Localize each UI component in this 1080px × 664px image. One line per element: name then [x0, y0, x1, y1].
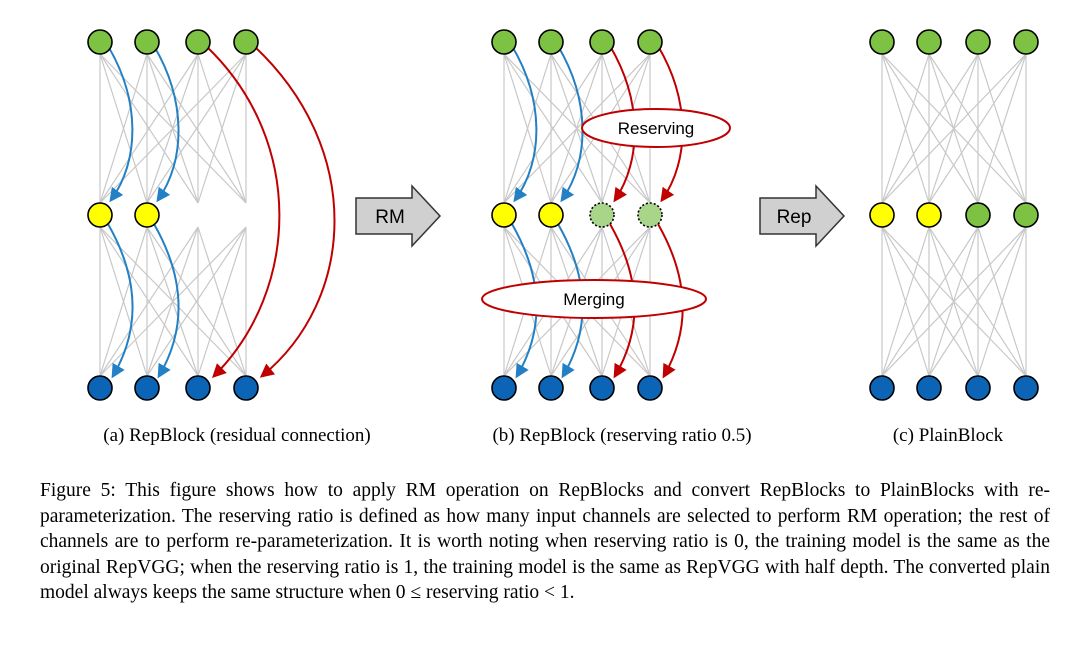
reserving-label: Reserving — [581, 108, 731, 148]
connection-line — [881, 226, 930, 377]
output-node — [637, 375, 663, 401]
panel-a-connections — [99, 53, 247, 377]
reserved-node — [589, 202, 615, 228]
output-node — [491, 375, 517, 401]
panel-b-caption: (b) RepBlock (reserving ratio 0.5) — [492, 425, 751, 446]
output-node — [538, 375, 564, 401]
input-node — [1013, 29, 1039, 55]
figure-caption: Figure 5: This figure shows how to apply… — [40, 480, 1050, 603]
residual-arrow — [107, 223, 134, 379]
connection-line — [503, 53, 552, 204]
rm-arrow-label: RM — [375, 207, 405, 228]
connection-line — [146, 53, 247, 204]
panel-a-residual-arrows — [107, 45, 336, 379]
input-node — [916, 29, 942, 55]
output-node — [589, 375, 615, 401]
output-node — [869, 375, 895, 401]
panel-a-nodes — [87, 29, 259, 401]
connection-line — [928, 226, 1027, 377]
connection-line — [881, 53, 979, 204]
panel-c-nodes — [869, 29, 1039, 401]
rep-arrow-label: Rep — [777, 207, 812, 228]
input-node — [538, 29, 564, 55]
output-node — [185, 375, 211, 401]
input-node — [233, 29, 259, 55]
reserved-node — [1013, 202, 1039, 228]
rm-arrow: RM — [355, 184, 442, 248]
connection-line — [197, 53, 247, 204]
connection-line — [99, 53, 199, 204]
connection-line — [99, 226, 199, 377]
connection-line — [99, 226, 148, 377]
input-node — [134, 29, 160, 55]
connection-line — [99, 53, 148, 204]
merging-label-text: Merging — [563, 290, 624, 309]
hidden-node — [134, 202, 160, 228]
residual-arrow — [153, 223, 180, 379]
output-node — [233, 375, 259, 401]
input-node — [637, 29, 663, 55]
panel-b-nodes — [491, 29, 663, 401]
reserving-label-text: Reserving — [618, 119, 695, 138]
panel-c-connections — [881, 53, 1027, 377]
panel-c-caption: (c) PlainBlock — [893, 425, 1004, 446]
output-node — [87, 375, 113, 401]
connection-line — [503, 53, 603, 204]
hidden-node — [916, 202, 942, 228]
skip-arrow — [205, 45, 281, 378]
input-node — [185, 29, 211, 55]
input-node — [87, 29, 113, 55]
hidden-node — [87, 202, 113, 228]
connection-line — [146, 226, 247, 377]
panel-a-caption: (a) RepBlock (residual connection) — [103, 425, 370, 446]
hidden-node — [491, 202, 517, 228]
merging-label: Merging — [481, 279, 707, 319]
reserved-node — [965, 202, 991, 228]
connection-line — [881, 226, 1027, 377]
connection-line — [977, 226, 1027, 377]
connection-line — [881, 53, 1027, 204]
input-node — [589, 29, 615, 55]
input-node — [491, 29, 517, 55]
residual-arrow — [511, 45, 538, 203]
connection-line — [881, 226, 979, 377]
hidden-node — [869, 202, 895, 228]
skip-arrow — [253, 45, 336, 378]
output-node — [134, 375, 160, 401]
panel-b-connections — [503, 53, 651, 377]
output-node — [916, 375, 942, 401]
residual-arrow — [153, 45, 180, 203]
input-node — [869, 29, 895, 55]
connection-line — [881, 53, 930, 204]
input-node — [965, 29, 991, 55]
output-node — [1013, 375, 1039, 401]
output-node — [965, 375, 991, 401]
hidden-node — [538, 202, 564, 228]
residual-arrow — [107, 45, 134, 203]
connection-line — [977, 53, 1027, 204]
reserved-node — [637, 202, 663, 228]
connection-line — [197, 226, 247, 377]
rep-arrow: Rep — [759, 184, 846, 248]
connection-line — [928, 53, 1027, 204]
